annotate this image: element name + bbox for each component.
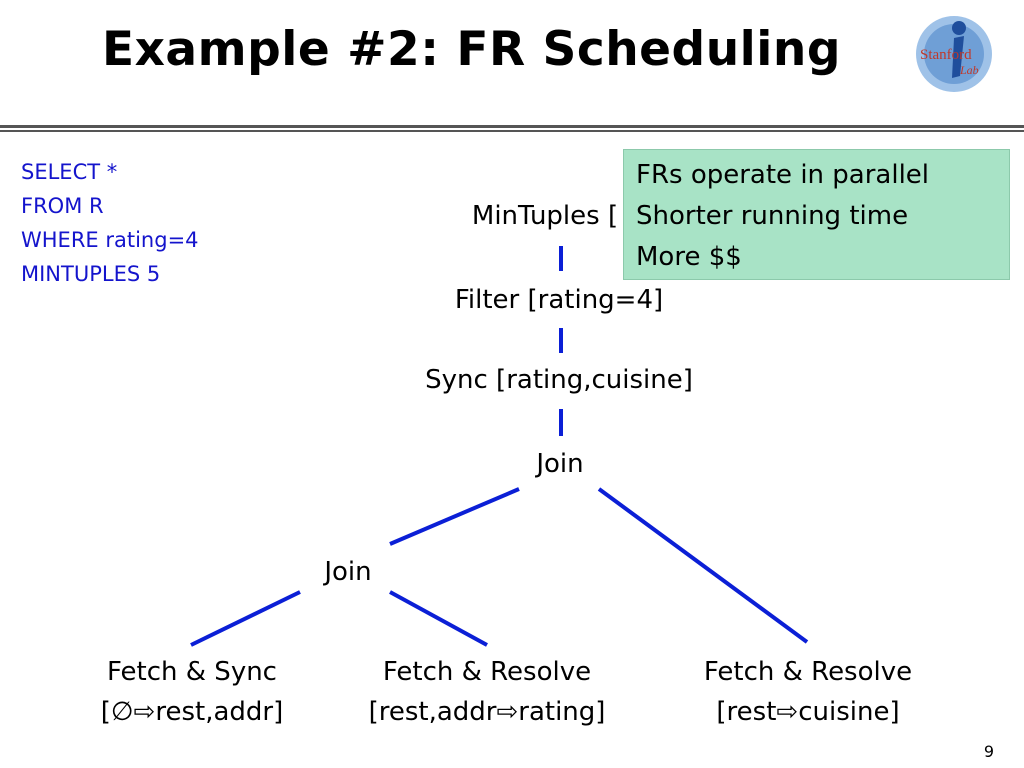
leaf-3-line-2: [rest⇨cuisine] [716, 697, 900, 727]
node-mintuples: MinTuples [ [471, 201, 619, 231]
edge-join-join-left [389, 487, 520, 546]
logo-word-top: Stanford [920, 47, 972, 63]
edge-join-left-leaf-2 [389, 590, 488, 647]
query-block: SELECT * FROM R WHERE rating=4 MINTUPLES… [21, 155, 199, 291]
leaf-fetch-sync: Fetch & Sync [∅⇨rest,addr] [101, 652, 283, 732]
leaf-fetch-resolve-rating: Fetch & Resolve [rest,addr⇨rating] [369, 652, 606, 732]
callout-line-2: Shorter running time [636, 201, 909, 231]
node-join-left: Join [324, 557, 372, 587]
leaf-1-line-1: Fetch & Sync [107, 657, 277, 687]
node-filter: Filter [rating=4] [454, 285, 664, 315]
page-number: 9 [983, 742, 994, 761]
title-divider-top [0, 125, 1024, 128]
leaf-2-line-2: [rest,addr⇨rating] [368, 697, 606, 727]
query-line-from: FROM R [21, 194, 104, 218]
stanford-infolab-logo: Stanford Lab [916, 16, 992, 92]
title-divider-bottom [0, 130, 1024, 132]
callout-line-1: FRs operate in parallel [636, 160, 930, 190]
logo-word-bottom: Lab [959, 63, 979, 77]
callout-box: FRs operate in parallel Shorter running … [623, 149, 1010, 280]
node-sync: Sync [rating,cuisine] [425, 365, 693, 395]
query-line-where: WHERE rating=4 [21, 228, 199, 252]
leaf-fetch-resolve-cuisine: Fetch & Resolve [rest⇨cuisine] [704, 652, 912, 732]
node-join-top: Join [536, 449, 584, 479]
leaf-1-line-2: [∅⇨rest,addr] [100, 697, 284, 727]
edge-join-leaf-3 [597, 487, 809, 644]
edge-join-left-leaf-1 [190, 590, 301, 647]
callout-line-3: More $$ [636, 242, 742, 272]
slide-title: Example #2: FR Scheduling [102, 22, 841, 77]
logo-i-stem [952, 36, 964, 78]
leaf-2-line-1: Fetch & Resolve [382, 657, 592, 687]
query-line-mintuples: MINTUPLES 5 [21, 262, 161, 286]
leaf-3-line-1: Fetch & Resolve [703, 657, 913, 687]
logo-i-dot [952, 21, 966, 35]
query-line-select: SELECT * [21, 160, 118, 184]
